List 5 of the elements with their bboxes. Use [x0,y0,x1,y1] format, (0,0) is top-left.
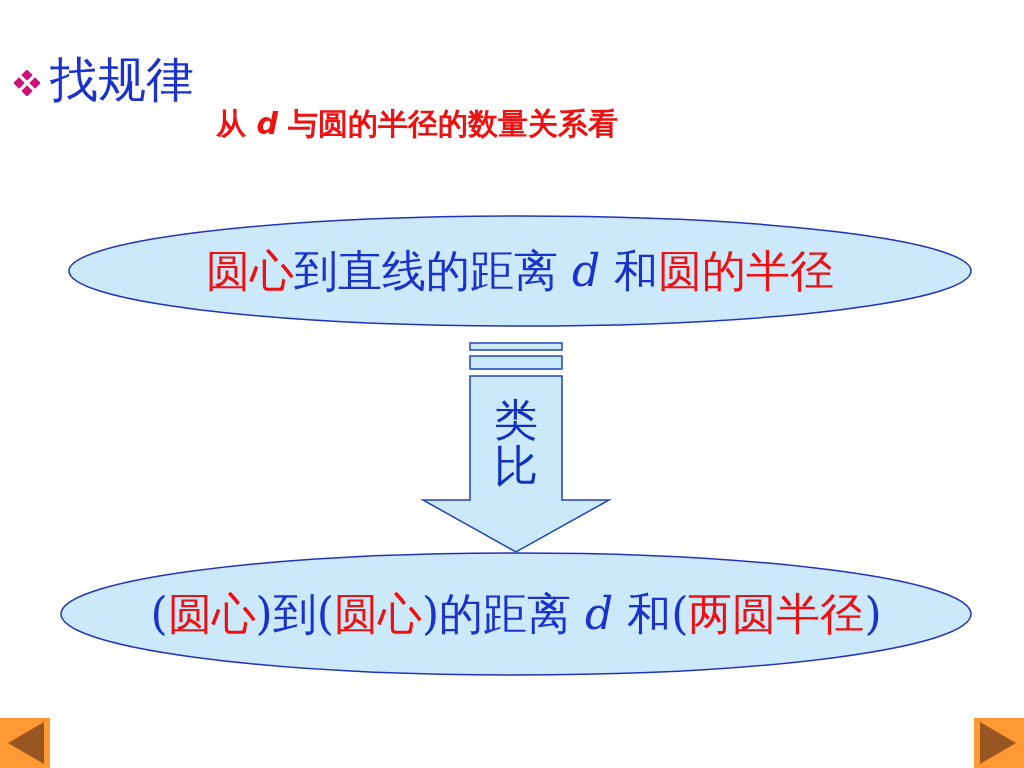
ellipse-node: 圆心到直线的距离 d 和圆的半径 [68,215,972,327]
title: 找规律 [50,50,194,109]
subtitle: 从 d 与圆的半径的数量关系看 [216,105,619,143]
ellipse-node: (圆心)到(圆心)的距离 d 和(两圆半径) [60,552,972,676]
edge-label: 类比 [492,397,540,489]
